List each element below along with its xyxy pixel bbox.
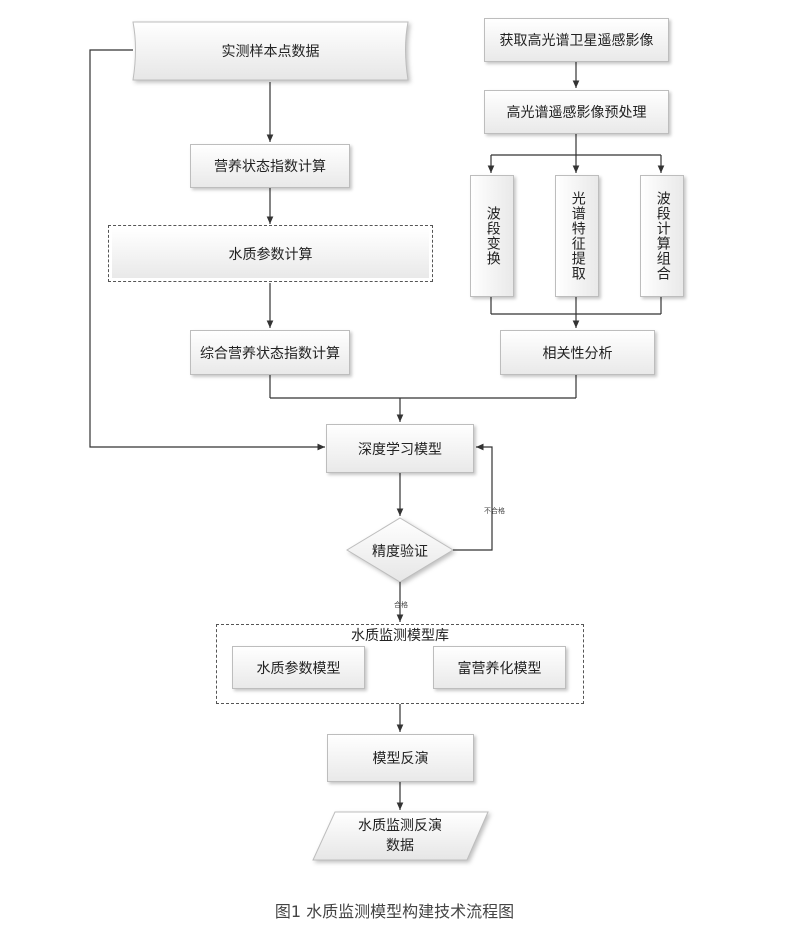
- node-band-transform: 波段变换: [470, 175, 514, 297]
- edge-measured-to-deep-learning: [89, 49, 325, 451]
- model-library-frame: [216, 624, 584, 704]
- edge-fail-loop: [453, 443, 493, 551]
- node-measured-data: 实测样本点数据: [221, 44, 320, 60]
- wq-param-dashed-frame: [108, 225, 433, 282]
- model-library-title: 水质监测模型库: [351, 628, 449, 644]
- output-line-1: 水质监测反演: [358, 818, 442, 834]
- node-eutrophication-model: 富营养化模型: [433, 646, 566, 689]
- node-accuracy-check: 精度验证: [372, 544, 428, 560]
- output-data-shape: [312, 811, 489, 861]
- output-line-2: 数据: [386, 838, 414, 854]
- node-preprocess: 高光谱遥感影像预处理: [484, 90, 669, 134]
- node-band-combo: 波段计算组合: [640, 175, 684, 297]
- node-trophic-index: 营养状态指数计算: [190, 144, 350, 188]
- measured-data-shape: [132, 21, 409, 81]
- figure-caption: 图1 水质监测模型构建技术流程图: [274, 902, 515, 921]
- node-deep-learning: 深度学习模型: [326, 424, 474, 473]
- node-composite-index: 综合营养状态指数计算: [190, 330, 350, 375]
- node-spectral-feature: 光谱特征提取: [555, 175, 599, 297]
- node-correlation: 相关性分析: [500, 330, 655, 375]
- label-fail: 不合格: [484, 507, 505, 515]
- node-output: 水质监测反演 数据: [325, 816, 475, 856]
- node-wq-param-model: 水质参数模型: [232, 646, 365, 689]
- label-pass: 合格: [394, 601, 408, 609]
- node-inversion: 模型反演: [327, 734, 474, 782]
- node-acquire-image: 获取高光谱卫星遥感影像: [484, 18, 669, 62]
- node-wq-param-calc: 水质参数计算: [112, 229, 429, 278]
